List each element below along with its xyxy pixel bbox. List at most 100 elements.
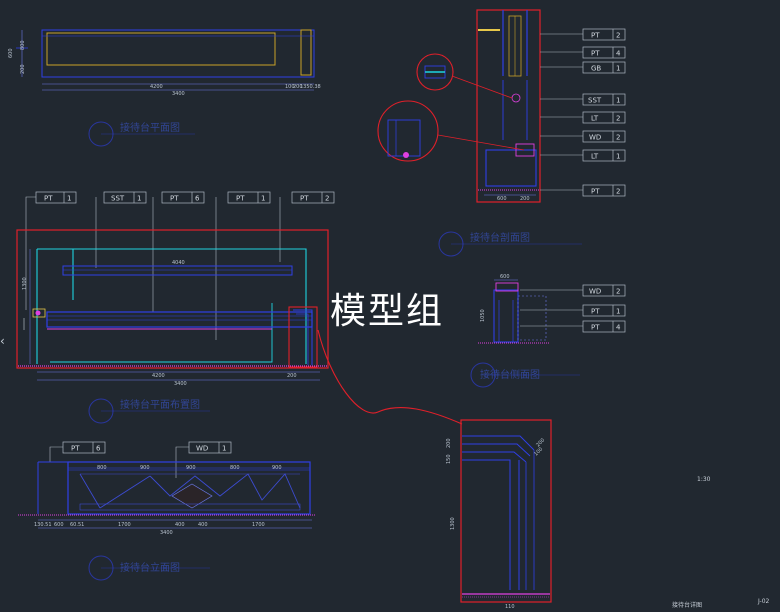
nav-arrow-icon[interactable]: ‹: [0, 334, 5, 348]
section-tag-3: GB 1: [582, 61, 626, 74]
side-dim-600: 600: [500, 274, 510, 280]
svg-text:WD: WD: [196, 445, 208, 453]
svg-text:SST: SST: [111, 195, 125, 203]
side-view: 600 1050 WD 2 PT 1 PT 4 接待台侧面图: [470, 274, 626, 388]
front-tag-1: PT 6: [62, 441, 106, 454]
section-caption: 接待台剖面图: [470, 231, 530, 244]
corner-dim-5: 1300: [450, 517, 456, 530]
section-tag-1: PT 2: [582, 28, 626, 41]
svg-text:2: 2: [616, 288, 620, 296]
svg-text:PT: PT: [44, 195, 53, 203]
front-elevation-view: PT 6 WD 1 800 900 900 800 900 130.51 600…: [18, 441, 315, 581]
side-dim-1050: 1050: [480, 309, 486, 322]
svg-text:2: 2: [616, 32, 620, 40]
front-bottom-dim-5: 400: [175, 522, 185, 528]
svg-text:2: 2: [325, 195, 329, 203]
svg-text:PT: PT: [591, 188, 600, 196]
svg-text:PT: PT: [236, 195, 245, 203]
svg-text:1: 1: [222, 445, 226, 453]
elevation-dim-4200: 4200: [152, 373, 165, 379]
front-tag-2: WD 1: [188, 441, 232, 454]
watermark: 模型组: [330, 291, 445, 332]
front-top-dim-1: 800: [97, 465, 107, 471]
elevation-inner-dim: 4040: [172, 260, 185, 266]
corner-dim-4: 150: [446, 454, 452, 464]
elevation-dim-200: 200: [287, 373, 297, 379]
front-bottom-dim-6: 400: [198, 522, 208, 528]
plan-dim-3400: 3400: [172, 91, 185, 97]
sheet-number: J-02: [758, 598, 770, 605]
elevation-tag-3: PT 6: [161, 191, 205, 204]
plan-dim-100: 100: [285, 84, 295, 90]
section-tag-2: PT 4: [582, 46, 626, 59]
front-caption: 接待台立面图: [120, 561, 180, 574]
svg-text:LT: LT: [591, 115, 599, 123]
svg-text:1: 1: [67, 195, 71, 203]
elevation-view: 4040 4200 3400 200 1300 接待台平面布置图: [16, 229, 329, 424]
svg-text:4: 4: [616, 50, 621, 58]
elevation-tags: PT 1 SST 1 PT 6 PT 1 PT 2: [25, 191, 335, 340]
elevation-highlight-box: [16, 229, 329, 369]
front-top-dim-3: 900: [186, 465, 196, 471]
elevation-caption: 接待台平面布置图: [120, 398, 200, 411]
elevation-tag-5: PT 2: [291, 191, 335, 204]
corner-dim-3: 200: [446, 438, 452, 448]
svg-text:1: 1: [261, 195, 265, 203]
plan-top-caption: 接待台平面图: [120, 121, 180, 134]
section-view: 600 200 PT 2 PT 4 GB 1: [377, 9, 626, 257]
svg-text:WD: WD: [589, 134, 601, 142]
plan-side-dim-200: 200: [20, 64, 26, 74]
section-tag-7: LT 1: [582, 149, 626, 162]
svg-text:1: 1: [616, 65, 620, 73]
front-top-dim-2: 900: [140, 465, 150, 471]
corner-dim-2: 100: [533, 446, 544, 457]
svg-text:PT: PT: [591, 324, 600, 332]
front-total-dim: 3400: [160, 530, 173, 536]
side-tag-1: WD 2: [582, 284, 626, 297]
corner-dim-6: 110: [505, 604, 515, 610]
plan-side-dim-800: 800: [20, 40, 26, 50]
svg-text:PT: PT: [300, 195, 309, 203]
corner-dim-1: 200: [535, 437, 546, 448]
side-tag-3: PT 4: [582, 320, 626, 333]
plan-dim-1350: 1350.38: [300, 84, 321, 90]
plan-dim-200: 200: [293, 84, 303, 90]
corner-detail-view: 200 100 200 150 1300 110: [446, 419, 552, 610]
svg-text:2: 2: [616, 134, 620, 142]
svg-text:PT: PT: [591, 308, 600, 316]
front-bottom-dim-7: 1700: [252, 522, 265, 528]
svg-text:1: 1: [616, 153, 620, 161]
front-bottom-dim-4: 1700: [118, 522, 131, 528]
svg-text:PT: PT: [170, 195, 179, 203]
svg-text:1: 1: [616, 97, 620, 105]
section-tag-6: WD 2: [582, 130, 626, 143]
elevation-tag-4: PT 1: [227, 191, 271, 204]
front-bottom-dim-2: 600: [54, 522, 64, 528]
side-tag-2: PT 1: [582, 304, 626, 317]
svg-text:1: 1: [137, 195, 141, 203]
svg-text:6: 6: [195, 195, 200, 203]
svg-text:2: 2: [616, 188, 620, 196]
svg-text:GB: GB: [591, 65, 601, 73]
section-dim-600: 600: [497, 196, 507, 202]
svg-text:PT: PT: [71, 445, 80, 453]
svg-text:4: 4: [616, 324, 621, 332]
detail-connector-curve: [317, 329, 463, 425]
sheet-title: 接待台详图: [672, 602, 703, 609]
plan-top-view: 4200 100 3400 200 1350.38 600 800 200 接待…: [8, 29, 321, 147]
svg-text:2: 2: [616, 115, 620, 123]
section-tag-4: SST 1: [582, 93, 626, 106]
elevation-dim-3400: 3400: [174, 381, 187, 387]
elevation-tag-2: SST 1: [103, 191, 147, 204]
front-top-dim-5: 900: [272, 465, 282, 471]
svg-text:PT: PT: [591, 50, 600, 58]
section-dim-200: 200: [520, 196, 530, 202]
section-tag-8: PT 2: [582, 184, 626, 197]
front-top-dim-4: 800: [230, 465, 240, 471]
svg-text:LT: LT: [591, 153, 599, 161]
svg-text:SST: SST: [588, 97, 602, 105]
svg-text:6: 6: [96, 445, 101, 453]
svg-text:WD: WD: [589, 288, 601, 296]
side-caption: 接待台侧面图: [480, 368, 540, 381]
